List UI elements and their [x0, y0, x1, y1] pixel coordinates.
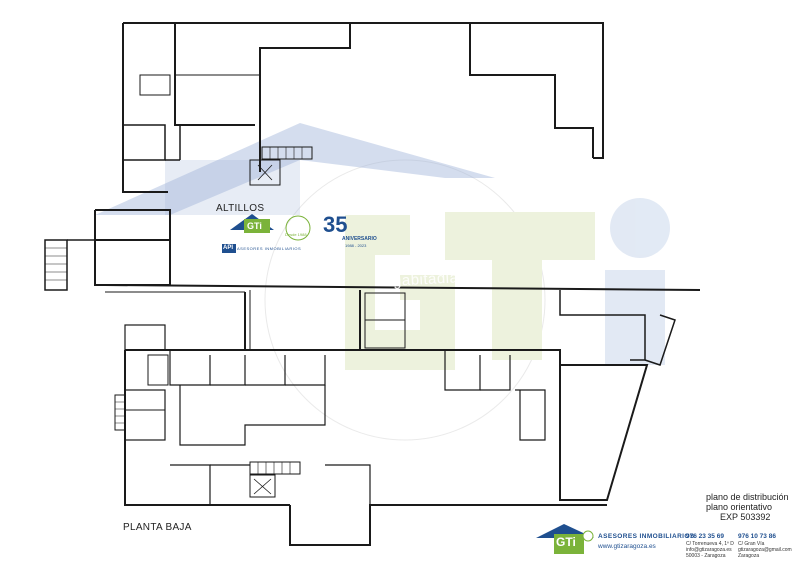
- ground-floor-label: PLANTA BAJA: [123, 522, 192, 533]
- footer-brand: ASESORES INMOBILIARIOS: [598, 533, 695, 540]
- footer-addr-6: Zaragoza: [738, 553, 760, 559]
- watermark-i-dot: [610, 198, 670, 258]
- footer-addr-5: gtizaragoza@gmail.com: [738, 547, 792, 553]
- watermark-logo: [264, 159, 670, 441]
- info-line-2: plano orientativo: [706, 502, 773, 512]
- info-line-3: EXP 503392: [720, 512, 771, 522]
- mezzanine-block: [44, 209, 171, 291]
- footer-addr-1: C/ Torrenueva 4, 1º D: [686, 541, 734, 547]
- ground-floor-walls: [104, 284, 701, 546]
- top-logo-tagline: ASESORES INMOBILIARIOS: [237, 246, 302, 251]
- footer-phone-1[interactable]: 976 23 35 69: [686, 533, 724, 540]
- footer-logo-brand: GTi: [556, 535, 576, 549]
- watermark-circle-large: [264, 159, 546, 441]
- upper-floor-label: ALTILLOS: [216, 203, 265, 214]
- footer-addr-3: 50003 - Zaragoza: [686, 553, 726, 559]
- anniversary-years: 1988 - 2023: [345, 243, 367, 248]
- top-logo-api-box: [222, 244, 236, 253]
- footer-addr-4: C/ Gran Vía: [738, 541, 765, 547]
- footer-phone-2[interactable]: 976 10 73 86: [738, 533, 776, 540]
- top-logo-since: Desde 1988: [285, 232, 307, 237]
- top-logo-brand: GTi: [247, 221, 262, 231]
- footer-logo-mark: [536, 524, 594, 554]
- top-logo-api: API: [223, 245, 234, 251]
- footer-website[interactable]: www.gtizaragoza.es: [598, 543, 656, 550]
- anniversary-number: 35: [323, 212, 348, 237]
- footer-addr-2: info@gtizaragoza.es: [686, 547, 732, 553]
- anniversary-text: ANIVERSARIO: [342, 236, 377, 242]
- watermark-text: gabitadia: [392, 269, 459, 290]
- top-logo: [222, 214, 311, 253]
- watermark-i-stem: [605, 270, 665, 365]
- top-logo-g-box: [244, 219, 270, 233]
- top-logo-ring: [285, 215, 311, 241]
- roof-shape: [95, 123, 495, 215]
- watermark-t-stem: [492, 250, 542, 360]
- roof-overlay: [95, 123, 495, 215]
- upper-floor-walls: [122, 22, 604, 193]
- roof-block: [165, 160, 300, 215]
- info-line-1: plano de distribución: [706, 492, 789, 502]
